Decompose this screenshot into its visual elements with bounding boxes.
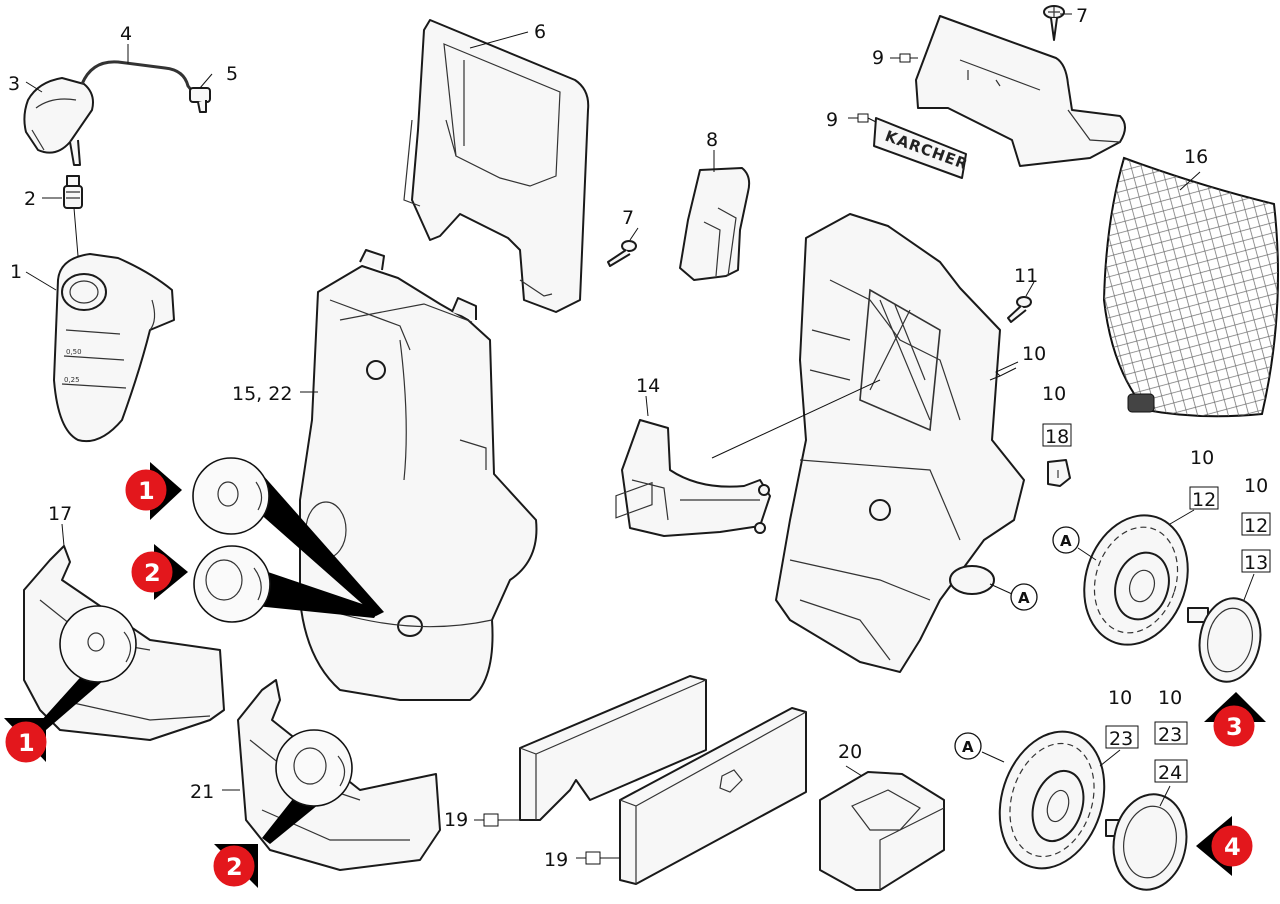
- svg-text:A: A: [962, 738, 974, 756]
- zoom-callout-1-housing: [192, 457, 384, 616]
- label-part-2: 2: [24, 188, 36, 210]
- scale-mark-050: 0,50: [66, 348, 82, 356]
- boxed-label-23-b: 23: [1154, 721, 1188, 746]
- boxed-label-12-b: 12: [1241, 512, 1271, 537]
- part-nozzle: [63, 175, 83, 209]
- label-part-8: 8: [706, 129, 718, 151]
- boxed-label-18: 18: [1042, 423, 1072, 448]
- detail-marker-1-housing: 1: [125, 462, 182, 520]
- label-part-7-top: 7: [1076, 5, 1088, 27]
- svg-text:A: A: [1018, 589, 1030, 607]
- part-wheel-lower: [998, 730, 1106, 870]
- part-base-frame: [775, 213, 1025, 673]
- scale-mark-025: 0,25: [64, 376, 80, 384]
- part-foam-insert-upper: [519, 481, 707, 821]
- svg-text:1: 1: [18, 729, 35, 757]
- label-part-7-middle: 7: [622, 207, 634, 229]
- part-bracket: [679, 167, 751, 281]
- boxed-label-24: 24: [1154, 759, 1188, 784]
- zoom-callout-2-housing: [193, 545, 380, 623]
- label-part-10-e: 10: [1108, 687, 1132, 709]
- part-hubcap-lower: [1105, 793, 1188, 891]
- svg-text:23: 23: [1158, 724, 1182, 746]
- label-part-9-logo: 9: [826, 109, 838, 131]
- part-wheel-upper: [1083, 514, 1189, 646]
- label-part-9-top: 9: [872, 47, 884, 69]
- label-part-4: 4: [120, 23, 132, 45]
- part-hose-holder: [621, 419, 771, 537]
- reference-markers: A A A: [954, 526, 1080, 760]
- part-top-cover: [915, 15, 1126, 167]
- reference-a-wheel-lower: A: [954, 732, 982, 760]
- detail-marker-3: 3: [1204, 692, 1266, 747]
- label-part-11: 11: [1014, 265, 1038, 287]
- boxed-label-23-a: 23: [1105, 725, 1139, 750]
- boxed-part-numbers: 18 12 12 13 23 23 24: [1042, 423, 1271, 784]
- part-foam-insert-lower: [619, 707, 807, 885]
- svg-text:2: 2: [144, 559, 161, 587]
- label-part-14: 14: [636, 375, 660, 397]
- label-part-1: 1: [10, 261, 22, 283]
- label-part-17: 17: [48, 503, 72, 525]
- label-part-6: 6: [534, 21, 546, 43]
- boxed-label-13: 13: [1241, 549, 1271, 574]
- svg-text:A: A: [1060, 532, 1072, 550]
- svg-text:4: 4: [1224, 833, 1241, 861]
- part-detergent-tank: 0,50 0,25: [53, 253, 175, 442]
- label-part-10-c: 10: [1190, 447, 1214, 469]
- part-main-housing: [299, 249, 538, 701]
- label-part-10-a: 10: [1022, 343, 1046, 365]
- label-part-19-lower: 19: [544, 849, 568, 871]
- svg-text:12: 12: [1192, 489, 1216, 511]
- reference-a-wheel-upper: A: [1052, 526, 1080, 554]
- svg-text:24: 24: [1158, 762, 1182, 784]
- svg-text:18: 18: [1045, 426, 1069, 448]
- part-filter-mesh: [1102, 156, 1279, 418]
- svg-text:2: 2: [226, 853, 243, 881]
- label-part-10-f: 10: [1158, 687, 1182, 709]
- svg-text:12: 12: [1244, 515, 1268, 537]
- svg-text:1: 1: [138, 477, 155, 505]
- label-part-5: 5: [226, 63, 238, 85]
- label-part-3: 3: [8, 73, 20, 95]
- label-part-15-22: 15, 22: [232, 383, 292, 405]
- zoom-callout-2-cover: [262, 729, 353, 844]
- label-part-10-b: 10: [1042, 383, 1066, 405]
- part-hose: [80, 60, 198, 97]
- label-part-19-upper: 19: [444, 809, 468, 831]
- part-trigger-gun: [23, 77, 94, 166]
- label-part-10-d: 10: [1244, 475, 1268, 497]
- part-hose-connector: [189, 87, 211, 113]
- part-screw-top: [1043, 5, 1065, 41]
- label-part-21: 21: [190, 781, 214, 803]
- detail-marker-2-housing: 2: [131, 544, 188, 600]
- svg-text:3: 3: [1226, 713, 1243, 741]
- part-screw-middle: [607, 240, 637, 267]
- detail-marker-1-cover: 1: [4, 718, 47, 763]
- leader-lines: [25, 13, 1255, 865]
- zoom-callout-1-cover: [40, 605, 137, 730]
- svg-text:23: 23: [1109, 728, 1133, 750]
- boxed-label-12-a: 12: [1189, 486, 1219, 511]
- part-base-block: [819, 771, 945, 891]
- detail-markers: 1 2 1 2 3 4: [4, 462, 1266, 888]
- detail-marker-4: 4: [1196, 816, 1253, 876]
- detail-marker-2-cover: 2: [213, 844, 258, 888]
- part-number-labels: 4 3 5 2 1 6 7 9 9 8 7 16 11 10 10 14 15,…: [8, 5, 1268, 871]
- part-hubcap-upper: [1187, 597, 1262, 683]
- svg-text:13: 13: [1244, 552, 1268, 574]
- part-handle-frame: [403, 19, 590, 313]
- label-part-20: 20: [838, 741, 862, 763]
- label-part-16: 16: [1184, 146, 1208, 168]
- part-brand-plate: KARCHER: [873, 117, 971, 179]
- part-clip: [1047, 459, 1071, 487]
- part-screw-11: [1007, 296, 1032, 323]
- reference-a-frame: A: [1010, 583, 1038, 611]
